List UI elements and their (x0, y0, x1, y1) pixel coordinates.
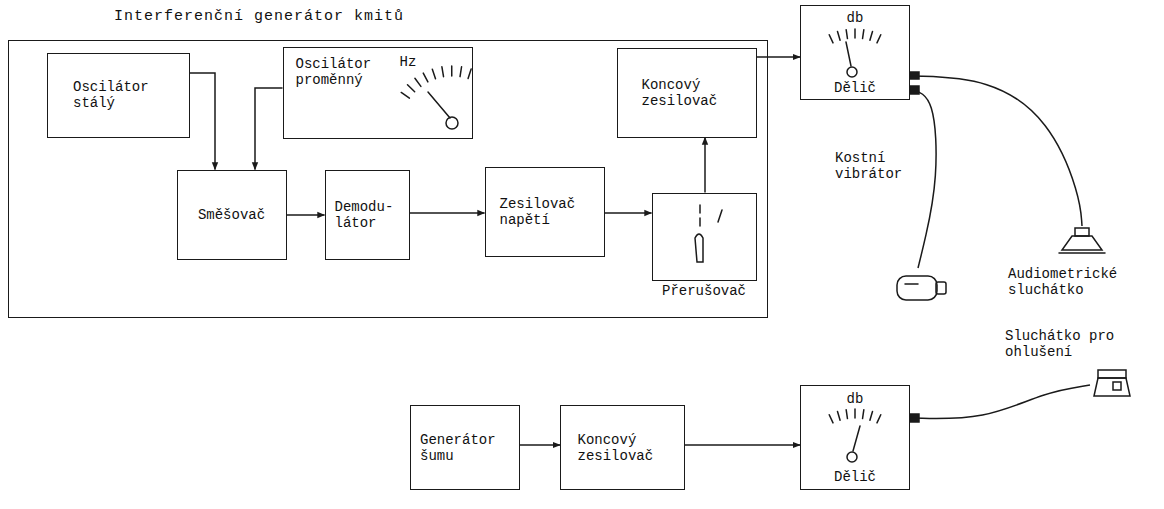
dial-tick (460, 67, 462, 77)
node-label: Oscilátor stálý (73, 79, 163, 111)
attenuator-box: dbDělič (800, 385, 910, 490)
earphone: Audiometrické sluchátko (1058, 226, 1106, 256)
node-label: Směšovač (198, 207, 265, 223)
cable (910, 76, 1082, 226)
node-label: Dělič (801, 80, 909, 96)
earphone: Sluchátko pro ohlušení (1090, 368, 1132, 400)
signal-arrow (287, 214, 325, 216)
dial-tick (432, 69, 435, 78)
dial-tick (863, 410, 864, 419)
switch-lever (695, 234, 703, 262)
amplifier-box: Koncový zesilovač (560, 405, 685, 490)
text-wrap: Oscilátor stálý (73, 79, 163, 111)
switch-contact (718, 210, 722, 222)
node-label: Dělič (801, 469, 909, 485)
node-label: Sluchátko pro ohlušení (1005, 328, 1130, 360)
dial-tick (838, 32, 841, 41)
cable (910, 385, 1090, 419)
dial-tick (877, 35, 881, 43)
signal-arrow (757, 56, 801, 58)
node-label: Demodu- látor (335, 199, 400, 231)
signal-arrow (605, 212, 652, 214)
node-label: Přerušovač (653, 283, 756, 299)
earphone-body (1094, 378, 1130, 396)
signal-arrow (255, 88, 283, 170)
dial-knob (847, 67, 857, 77)
bone-vibrator-tip (936, 282, 946, 294)
dial-tick (846, 30, 847, 39)
dial-needle (846, 42, 851, 66)
demodulator-box: Demodu- látor (325, 170, 410, 260)
text-wrap: Koncový zesilovač (642, 77, 732, 109)
node-label: Audiometrické sluchátko (1008, 266, 1128, 298)
text-wrap: Generátor šumu (420, 432, 510, 464)
dial-tick (451, 66, 453, 76)
dial-tick (854, 29, 856, 38)
bone-vibrator-body (897, 276, 937, 300)
node-label: Kostní vibrátor (835, 150, 913, 182)
signal-arrow (410, 212, 485, 214)
dial-tick (846, 410, 847, 419)
dial-tick (442, 67, 444, 77)
switch-contact (699, 205, 701, 213)
enclosure-box: Interferenční generátor kmitůOscilátor s… (8, 40, 768, 318)
bone-vibrator: Kostní vibrátor (893, 268, 948, 306)
earphone-body (1062, 236, 1102, 250)
unit-label: db (801, 10, 909, 26)
dial-tick (870, 412, 873, 421)
dial-tick (877, 415, 881, 423)
dial-tick (829, 35, 833, 43)
text-wrap: Směšovač (198, 207, 265, 223)
text-wrap: Zesilovač napětí (500, 196, 590, 228)
dial-tick (415, 78, 421, 86)
earphone-cap (1098, 370, 1126, 378)
oscillator-box: Oscilátor stálý (47, 53, 190, 138)
dial-ticks (401, 29, 881, 423)
dial-tick (854, 409, 856, 418)
amplifier-box: Zesilovač napětí (485, 167, 605, 257)
signal-arrow (685, 444, 800, 446)
node-label: Interferenční generátor kmitů (114, 9, 404, 25)
dial-knob (446, 117, 458, 129)
earphone-cushion (1059, 252, 1105, 254)
node-label: Zesilovač napětí (500, 196, 590, 228)
node-label: Generátor šumu (420, 432, 510, 464)
dial-needle (853, 426, 860, 451)
dial-tick (863, 30, 864, 39)
dial-tick (870, 32, 873, 41)
dial-tick (468, 69, 471, 79)
bone-vibrator-detail (905, 283, 918, 285)
node-label: Koncový zesilovač (642, 77, 732, 109)
signal-arrow (520, 444, 560, 446)
attenuator-box: dbDělič (800, 5, 910, 100)
interrupter-box: Přerušovač (652, 193, 757, 281)
switch-contact (699, 218, 701, 226)
signal-arrow (704, 138, 706, 193)
cable (910, 90, 936, 268)
node-label: Hz (400, 54, 417, 70)
text-wrap: Demodu- látor (335, 199, 400, 231)
earphone-cap (1075, 228, 1089, 236)
dial-tick (829, 415, 833, 423)
noise-generator-box: Generátor šumu (410, 405, 520, 490)
dial-tick (423, 73, 428, 82)
dial-knob (847, 452, 857, 462)
oscillator-box: Oscilátor proměnný Hz (283, 47, 473, 139)
dial-tick (838, 412, 841, 421)
amplifier-box: Koncový zesilovač (617, 48, 757, 138)
dial-tick (401, 92, 409, 98)
unit-label: db (801, 391, 909, 407)
mixer-box: Směšovač (177, 170, 287, 260)
earphone-detail (1113, 382, 1121, 390)
node-label: Koncový zesilovač (578, 432, 668, 464)
dial-tick (407, 85, 414, 92)
signal-arrow (190, 73, 216, 170)
text-wrap: Koncový zesilovač (578, 432, 668, 464)
node-label: Oscilátor proměnný (296, 56, 391, 88)
dial-needle (428, 92, 450, 118)
